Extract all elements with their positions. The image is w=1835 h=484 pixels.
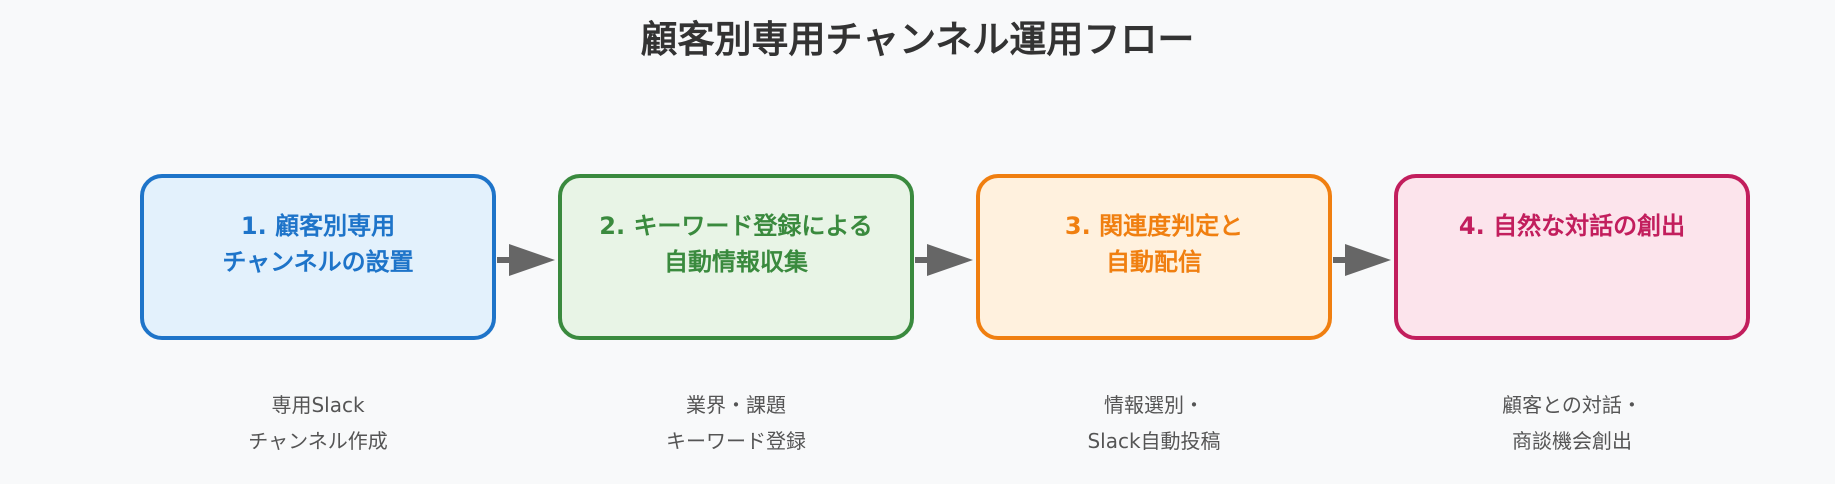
step-description-1: 専用Slack チャンネル作成 [248, 393, 388, 453]
step-box-1: 1. 顧客別専用 チャンネルの設置 [140, 174, 496, 340]
arrow-shaft [1333, 257, 1347, 263]
arrow-right-icon [1333, 244, 1391, 276]
arrow-shaft [497, 257, 511, 263]
arrow-right-icon [497, 244, 555, 276]
step-box-2: 2. キーワード登録による 自動情報収集 [558, 174, 914, 340]
arrow-head [509, 244, 555, 276]
step-title-3: 3. 関連度判定と 自動配信 [1064, 212, 1244, 276]
step-description-3: 情報選別・ Slack自動投稿 [1087, 393, 1221, 453]
page-title: 顧客別専用チャンネル運用フロー [640, 18, 1195, 61]
step-title-1: 1. 顧客別専用 チャンネルの設置 [222, 212, 414, 276]
step-description-2: 業界・課題 キーワード登録 [666, 393, 806, 453]
arrow-right-icon [915, 244, 973, 276]
arrow-shaft [915, 257, 929, 263]
step-title-4: 4. 自然な対話の創出 [1458, 212, 1686, 240]
arrow-head [927, 244, 973, 276]
step-title-2: 2. キーワード登録による 自動情報収集 [599, 212, 873, 276]
step-box-4: 4. 自然な対話の創出 [1394, 174, 1750, 340]
arrow-head [1345, 244, 1391, 276]
step-description-4: 顧客との対話・ 商談機会創出 [1502, 393, 1642, 453]
step-box-3: 3. 関連度判定と 自動配信 [976, 174, 1332, 340]
